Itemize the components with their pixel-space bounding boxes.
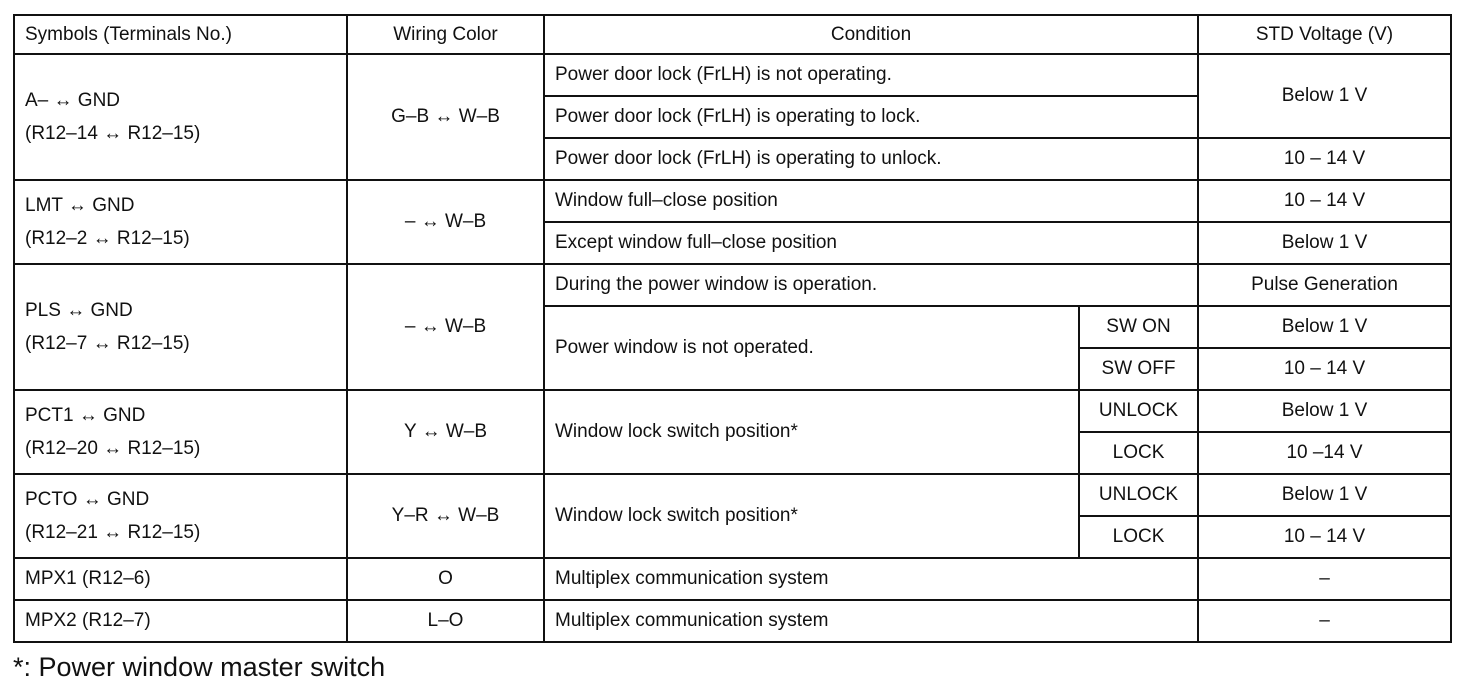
table-row: SW OFF 10 – 14 V xyxy=(14,347,1452,391)
condition-cell: Power door lock (FrLH) is not operating. xyxy=(543,53,1199,97)
voltage-cell: 10 –14 V xyxy=(1197,431,1452,475)
symbol-cell-pcto: PCTO ↔ GND (R12–21 ↔ R12–15) xyxy=(13,473,348,559)
table-row: LMT ↔ GND (R12–2 ↔ R12–15) – ↔ W–B Windo… xyxy=(13,179,1452,265)
sub-condition-cell: UNLOCK xyxy=(1078,473,1199,517)
sub-condition-cell: SW ON xyxy=(1078,305,1199,349)
condition-cell: Window lock switch position* xyxy=(543,389,1080,475)
sub-condition-cell: UNLOCK xyxy=(1078,389,1199,433)
wiring-cell-pls: – ↔ W–B xyxy=(346,263,545,391)
voltage-cell: – xyxy=(1197,599,1452,643)
table-row: A– ↔ GND (R12–14 ↔ R12–15) G–B ↔ W–B Pow… xyxy=(13,53,1452,181)
table-row: PLS ↔ GND (R12–7 ↔ R12–15) – ↔ W–B Durin… xyxy=(13,263,1452,391)
table-row: Power door lock (FrLH) is operating to l… xyxy=(14,95,1451,139)
terminal-line: (R12–21 ↔ R12–15) xyxy=(25,522,201,543)
sub-condition-cell: LOCK xyxy=(1078,431,1199,475)
voltage-cell: Pulse Generation xyxy=(1197,263,1452,307)
terminal-voltage-table: Symbols (Terminals No.) Wiring Color Con… xyxy=(13,14,1452,643)
condition-cell: Power door lock (FrLH) is operating to u… xyxy=(543,137,1199,181)
voltage-cell: 10 – 14 V xyxy=(1197,137,1452,181)
terminal-line: (R12–14 ↔ R12–15) xyxy=(25,123,201,144)
footnote: *: Power window master switch xyxy=(13,652,386,682)
voltage-cell: Below 1 V xyxy=(1197,221,1452,265)
voltage-cell: 10 – 14 V xyxy=(1197,347,1452,391)
wiring-cell-lmt: – ↔ W–B xyxy=(346,179,545,265)
header-symbols: Symbols (Terminals No.) xyxy=(13,14,348,55)
table-row: Except window full–close position Below … xyxy=(14,221,1452,265)
voltage-cell: Below 1 V xyxy=(1197,473,1452,517)
header-wiring-color: Wiring Color xyxy=(346,14,545,55)
symbol-cell-pls: PLS ↔ GND (R12–7 ↔ R12–15) xyxy=(13,263,348,391)
header-std-voltage: STD Voltage (V) xyxy=(1197,14,1452,55)
condition-cell: Multiplex communication system xyxy=(543,599,1199,643)
voltage-cell: – xyxy=(1197,557,1452,601)
symbol-line: PCT1 ↔ GND xyxy=(25,404,146,426)
symbol-line: LMT ↔ GND xyxy=(25,194,135,216)
table-row: PCT1 ↔ GND (R12–20 ↔ R12–15) Y ↔ W–B Win… xyxy=(13,389,1452,475)
wiring-cell-mpx2: L–O xyxy=(346,599,545,643)
symbol-line: A– ↔ GND xyxy=(25,89,121,111)
table-row: LOCK 10 – 14 V xyxy=(14,515,1452,559)
sub-condition-cell: LOCK xyxy=(1078,515,1199,559)
symbol-cell-a: A– ↔ GND (R12–14 ↔ R12–15) xyxy=(13,53,348,181)
symbol-cell-pct1: PCT1 ↔ GND (R12–20 ↔ R12–15) xyxy=(13,389,348,475)
voltage-cell: Below 1 V xyxy=(1197,305,1452,349)
symbol-line: PCTO ↔ GND xyxy=(25,488,150,510)
terminal-line: (R12–20 ↔ R12–15) xyxy=(25,438,201,459)
table-row: MPX1 (R12–6) O Multiplex communication s… xyxy=(13,557,1452,601)
terminal-line: (R12–7 ↔ R12–15) xyxy=(25,333,190,354)
condition-cell: Multiplex communication system xyxy=(543,557,1199,601)
voltage-cell: Below 1 V xyxy=(1197,53,1452,139)
header-condition: Condition xyxy=(543,14,1199,55)
symbol-cell-lmt: LMT ↔ GND (R12–2 ↔ R12–15) xyxy=(13,179,348,265)
table-row: Power window is not operated. SW ON Belo… xyxy=(14,305,1452,391)
condition-cell: Power window is not operated. xyxy=(543,305,1080,391)
symbol-cell-mpx2: MPX2 (R12–7) xyxy=(13,599,348,643)
sub-condition-cell: SW OFF xyxy=(1078,347,1199,391)
table-row: MPX2 (R12–7) L–O Multiplex communication… xyxy=(13,599,1452,643)
voltage-cell: 10 – 14 V xyxy=(1197,515,1452,559)
condition-cell: Power door lock (FrLH) is operating to l… xyxy=(543,95,1199,139)
wiring-cell-mpx1: O xyxy=(346,557,545,601)
table-row: Power door lock (FrLH) is operating to u… xyxy=(14,137,1452,181)
wiring-cell-pcto: Y–R ↔ W–B xyxy=(346,473,545,559)
condition-cell: Window lock switch position* xyxy=(543,473,1080,559)
table-row: LOCK 10 –14 V xyxy=(14,431,1452,475)
wiring-cell-a: G–B ↔ W–B xyxy=(346,53,545,181)
voltage-cell: 10 – 14 V xyxy=(1197,179,1452,223)
symbol-cell-mpx1: MPX1 (R12–6) xyxy=(13,557,348,601)
condition-cell: Except window full–close position xyxy=(543,221,1199,265)
wiring-cell-pct1: Y ↔ W–B xyxy=(346,389,545,475)
symbol-line: PLS ↔ GND xyxy=(25,299,133,321)
table-header-row: Symbols (Terminals No.) Wiring Color Con… xyxy=(13,14,1452,55)
condition-cell: Window full–close position xyxy=(543,179,1199,223)
table-row: PCTO ↔ GND (R12–21 ↔ R12–15) Y–R ↔ W–B W… xyxy=(13,473,1452,559)
voltage-cell: Below 1 V xyxy=(1197,389,1452,433)
terminal-line: (R12–2 ↔ R12–15) xyxy=(25,228,190,249)
condition-cell: During the power window is operation. xyxy=(543,263,1199,307)
